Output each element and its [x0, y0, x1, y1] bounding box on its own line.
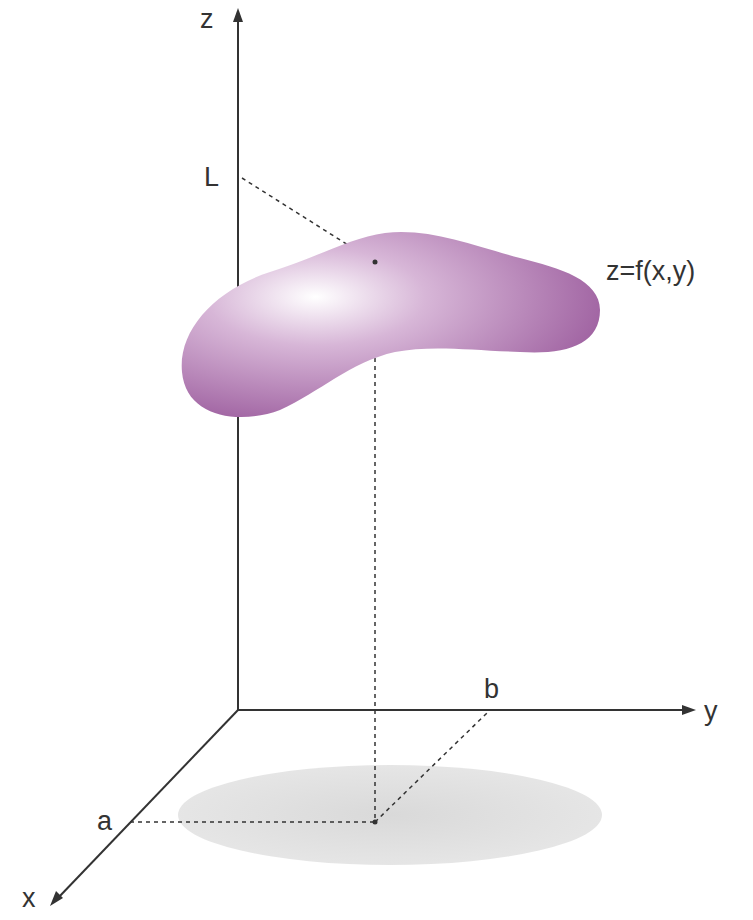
axes	[58, 18, 688, 898]
point-label: L	[204, 164, 219, 191]
axis-label: x	[22, 885, 36, 912]
domain-shadow	[178, 765, 602, 865]
axis-label: y	[704, 698, 718, 725]
guide-to-b	[375, 712, 488, 822]
y-axis	[238, 709, 688, 711]
z-arrowhead	[233, 8, 243, 22]
surface-blob	[182, 232, 600, 417]
ground-point	[373, 820, 378, 825]
y-arrowhead	[682, 705, 696, 715]
guide-to-a	[130, 821, 375, 823]
x-axis	[58, 710, 238, 898]
point-label: a	[97, 808, 112, 835]
point-label: b	[484, 676, 499, 703]
x-arrowhead	[50, 891, 63, 906]
surface-point	[373, 260, 378, 265]
axis-label: z	[200, 6, 214, 33]
function-label: z=f(x,y)	[606, 258, 695, 285]
